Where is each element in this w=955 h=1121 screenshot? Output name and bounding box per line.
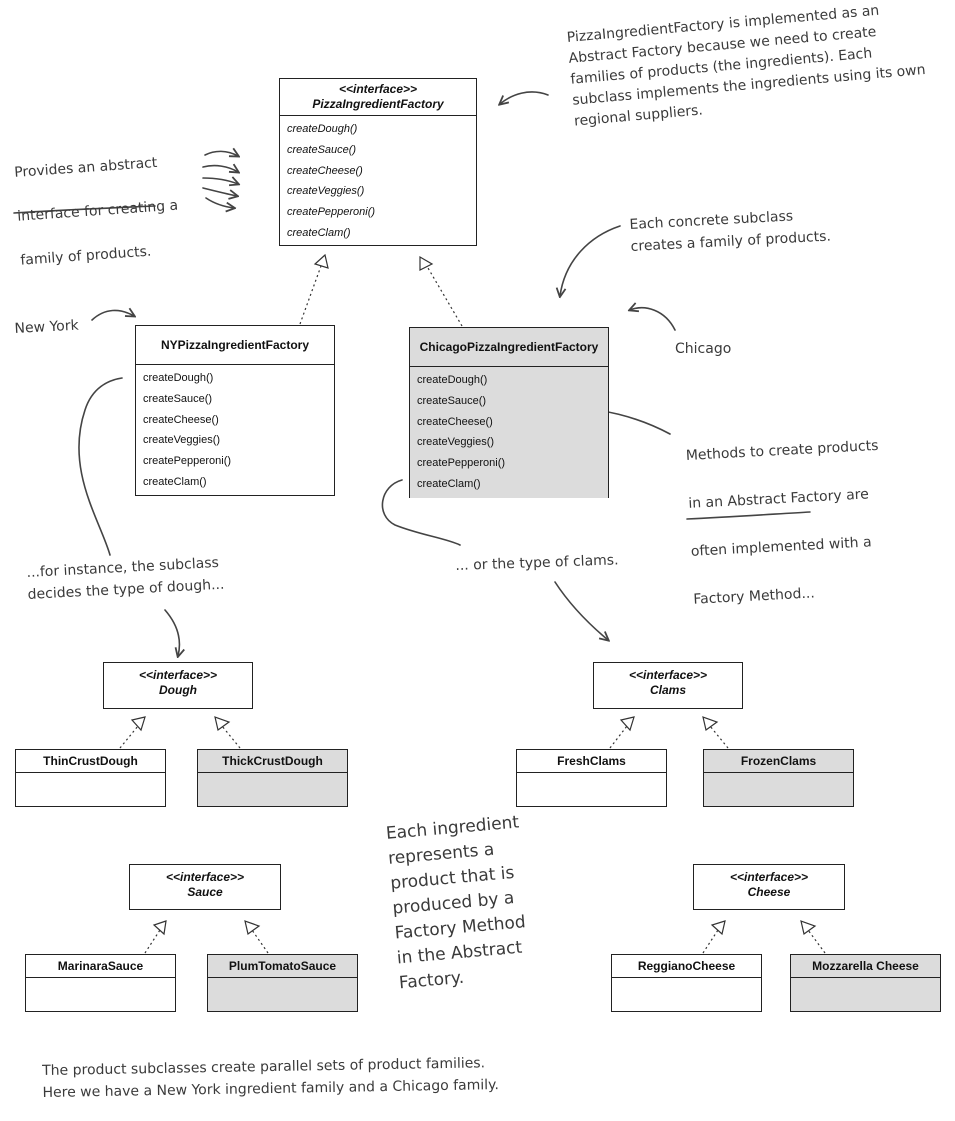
clams-name: Clams: [649, 683, 687, 697]
sauce-name: Sauce: [187, 885, 223, 899]
inheritance-ny-factory: [299, 253, 329, 325]
inheritance-chicago-factory: [419, 255, 463, 327]
chicago-factory-methods: createDough() createSauce() createCheese…: [410, 367, 608, 498]
note-methods-line4: Factory Method...: [693, 585, 816, 608]
thickcrust-dough-name: ThickCrustDough: [198, 750, 347, 773]
ny-method: createPepperoni(): [143, 455, 232, 468]
arrow-provides-5: [205, 197, 234, 208]
note-provides-line1: Provides an abstract: [13, 154, 158, 181]
frozenclams-box: FrozenClams: [703, 749, 854, 807]
chicago-method: createPepperoni(): [417, 457, 506, 470]
arrow-to-dough: [164, 609, 179, 656]
arrow-provides-1: [204, 151, 238, 156]
inheritance-plumtomato-sauce: [244, 920, 269, 954]
cheese-interface-box: <<interface>> Cheese: [693, 864, 845, 910]
freshclams-box: FreshClams: [516, 749, 667, 807]
note-new-york: New York: [14, 317, 80, 337]
factory-stereotype: <<interface>>: [338, 82, 418, 96]
inheritance-thickcrust-dough: [214, 716, 241, 749]
clams-interface-box: <<interface>> Clams: [593, 662, 743, 709]
ny-method: createSauce(): [143, 392, 213, 405]
inheritance-thincrust-dough: [119, 716, 146, 749]
factory-methods: createDough() createSauce() createCheese…: [280, 116, 476, 247]
thickcrust-dough-box: ThickCrustDough: [197, 749, 348, 807]
ny-method: createCheese(): [143, 413, 219, 426]
inheritance-freshclams-clams: [609, 716, 635, 749]
ny-method: createClam(): [143, 475, 207, 488]
sauce-stereotype: <<interface>>: [165, 870, 245, 884]
note-chicago: Chicago: [675, 341, 732, 357]
chicago-factory-name: ChicagoPizzaIngredientFactory: [419, 340, 599, 354]
chicago-method: createDough(): [417, 374, 488, 386]
factory-header: <<interface>> PizzaIngredientFactory: [280, 79, 476, 115]
note-methods-line3: often implemented with a: [690, 534, 872, 560]
chicago-method: createVeggies(): [417, 436, 495, 449]
freshclams-name: FreshClams: [517, 750, 666, 773]
thincrust-dough-box: ThinCrustDough: [15, 749, 166, 807]
dough-name: Dough: [159, 683, 197, 697]
dough-stereotype: <<interface>>: [138, 668, 218, 682]
cheese-stereotype: <<interface>>: [729, 870, 809, 884]
factory-method: createSauce(): [287, 143, 357, 156]
thincrust-dough-name: ThinCrustDough: [16, 750, 165, 773]
chicago-factory-header: ChicagoPizzaIngredientFactory: [410, 328, 608, 366]
arrow-each-concrete: [560, 225, 621, 296]
note-provides-line2: interface for creating a: [16, 197, 179, 225]
plumtomato-sauce-box: PlumTomatoSauce: [207, 954, 358, 1012]
factory-method: createPepperoni(): [287, 206, 376, 219]
factory-method: createCheese(): [287, 164, 363, 177]
pizza-ingredient-factory-box: <<interface>> PizzaIngredientFactory cre…: [279, 78, 477, 246]
cheese-name: Cheese: [747, 885, 791, 899]
ny-factory-header: NYPizzaIngredientFactory: [136, 326, 334, 364]
inheritance-mozzarella-cheese: [800, 920, 826, 954]
factory-name: PizzaIngredientFactory: [312, 97, 444, 111]
mozzarella-cheese-box: Mozzarella Cheese: [790, 954, 941, 1012]
curve-for-instance: [78, 377, 123, 556]
clams-stereotype: <<interface>>: [628, 668, 708, 682]
plumtomato-sauce-name: PlumTomatoSauce: [208, 955, 357, 978]
chicago-method: createClam(): [417, 477, 481, 490]
curve-clams: [381, 479, 461, 546]
arrow-abstract-note: [500, 91, 549, 104]
note-methods-line2: in an Abstract Factory are: [687, 486, 870, 512]
marinara-sauce-box: MarinaraSauce: [25, 954, 176, 1012]
chicago-method: createSauce(): [417, 394, 487, 407]
note-methods-factory: Methods to create products in an Abstrac…: [684, 408, 925, 636]
frozenclams-name: FrozenClams: [704, 750, 853, 773]
reggiano-cheese-name: ReggianoCheese: [612, 955, 761, 978]
note-provides-interface: Provides an abstract interface for creat…: [12, 127, 212, 294]
inheritance-reggiano-cheese: [702, 920, 726, 954]
dough-interface-box: <<interface>> Dough: [103, 662, 253, 709]
underline-factory-method: [686, 511, 811, 520]
note-methods-line1: Methods to create products: [685, 437, 879, 464]
factory-method: createDough(): [287, 123, 358, 135]
reggiano-cheese-box: ReggianoCheese: [611, 954, 762, 1012]
ny-factory-name: NYPizzaIngredientFactory: [160, 338, 310, 352]
arrow-chicago: [630, 308, 676, 331]
marinara-sauce-name: MarinaraSauce: [26, 955, 175, 978]
ny-method: createVeggies(): [143, 434, 221, 447]
arrow-provides-3: [202, 178, 238, 184]
note-provides-line3: family of products.: [19, 243, 152, 269]
ny-factory-methods: createDough() createSauce() createCheese…: [136, 365, 334, 496]
note-each-ingredient: Each ingredient represents a product tha…: [385, 812, 527, 994]
ny-method: createDough(): [143, 372, 214, 384]
sauce-interface-box: <<interface>> Sauce: [129, 864, 281, 910]
arrow-provides-4: [202, 187, 237, 196]
underline-family: [13, 205, 156, 214]
arrow-provides-2: [202, 166, 238, 172]
inheritance-frozenclams-clams: [702, 716, 729, 749]
factory-method: createClam(): [287, 226, 351, 239]
ny-factory-box: NYPizzaIngredientFactory createDough() c…: [135, 325, 335, 496]
mozzarella-cheese-name: Mozzarella Cheese: [791, 955, 940, 978]
chicago-method: createCheese(): [417, 415, 493, 428]
inheritance-marinara-sauce: [144, 920, 167, 954]
arrow-to-clams: [554, 581, 608, 640]
arrow-new-york: [91, 310, 134, 321]
chicago-factory-box: ChicagoPizzaIngredientFactory createDoug…: [409, 327, 609, 498]
factory-method: createVeggies(): [287, 185, 365, 198]
